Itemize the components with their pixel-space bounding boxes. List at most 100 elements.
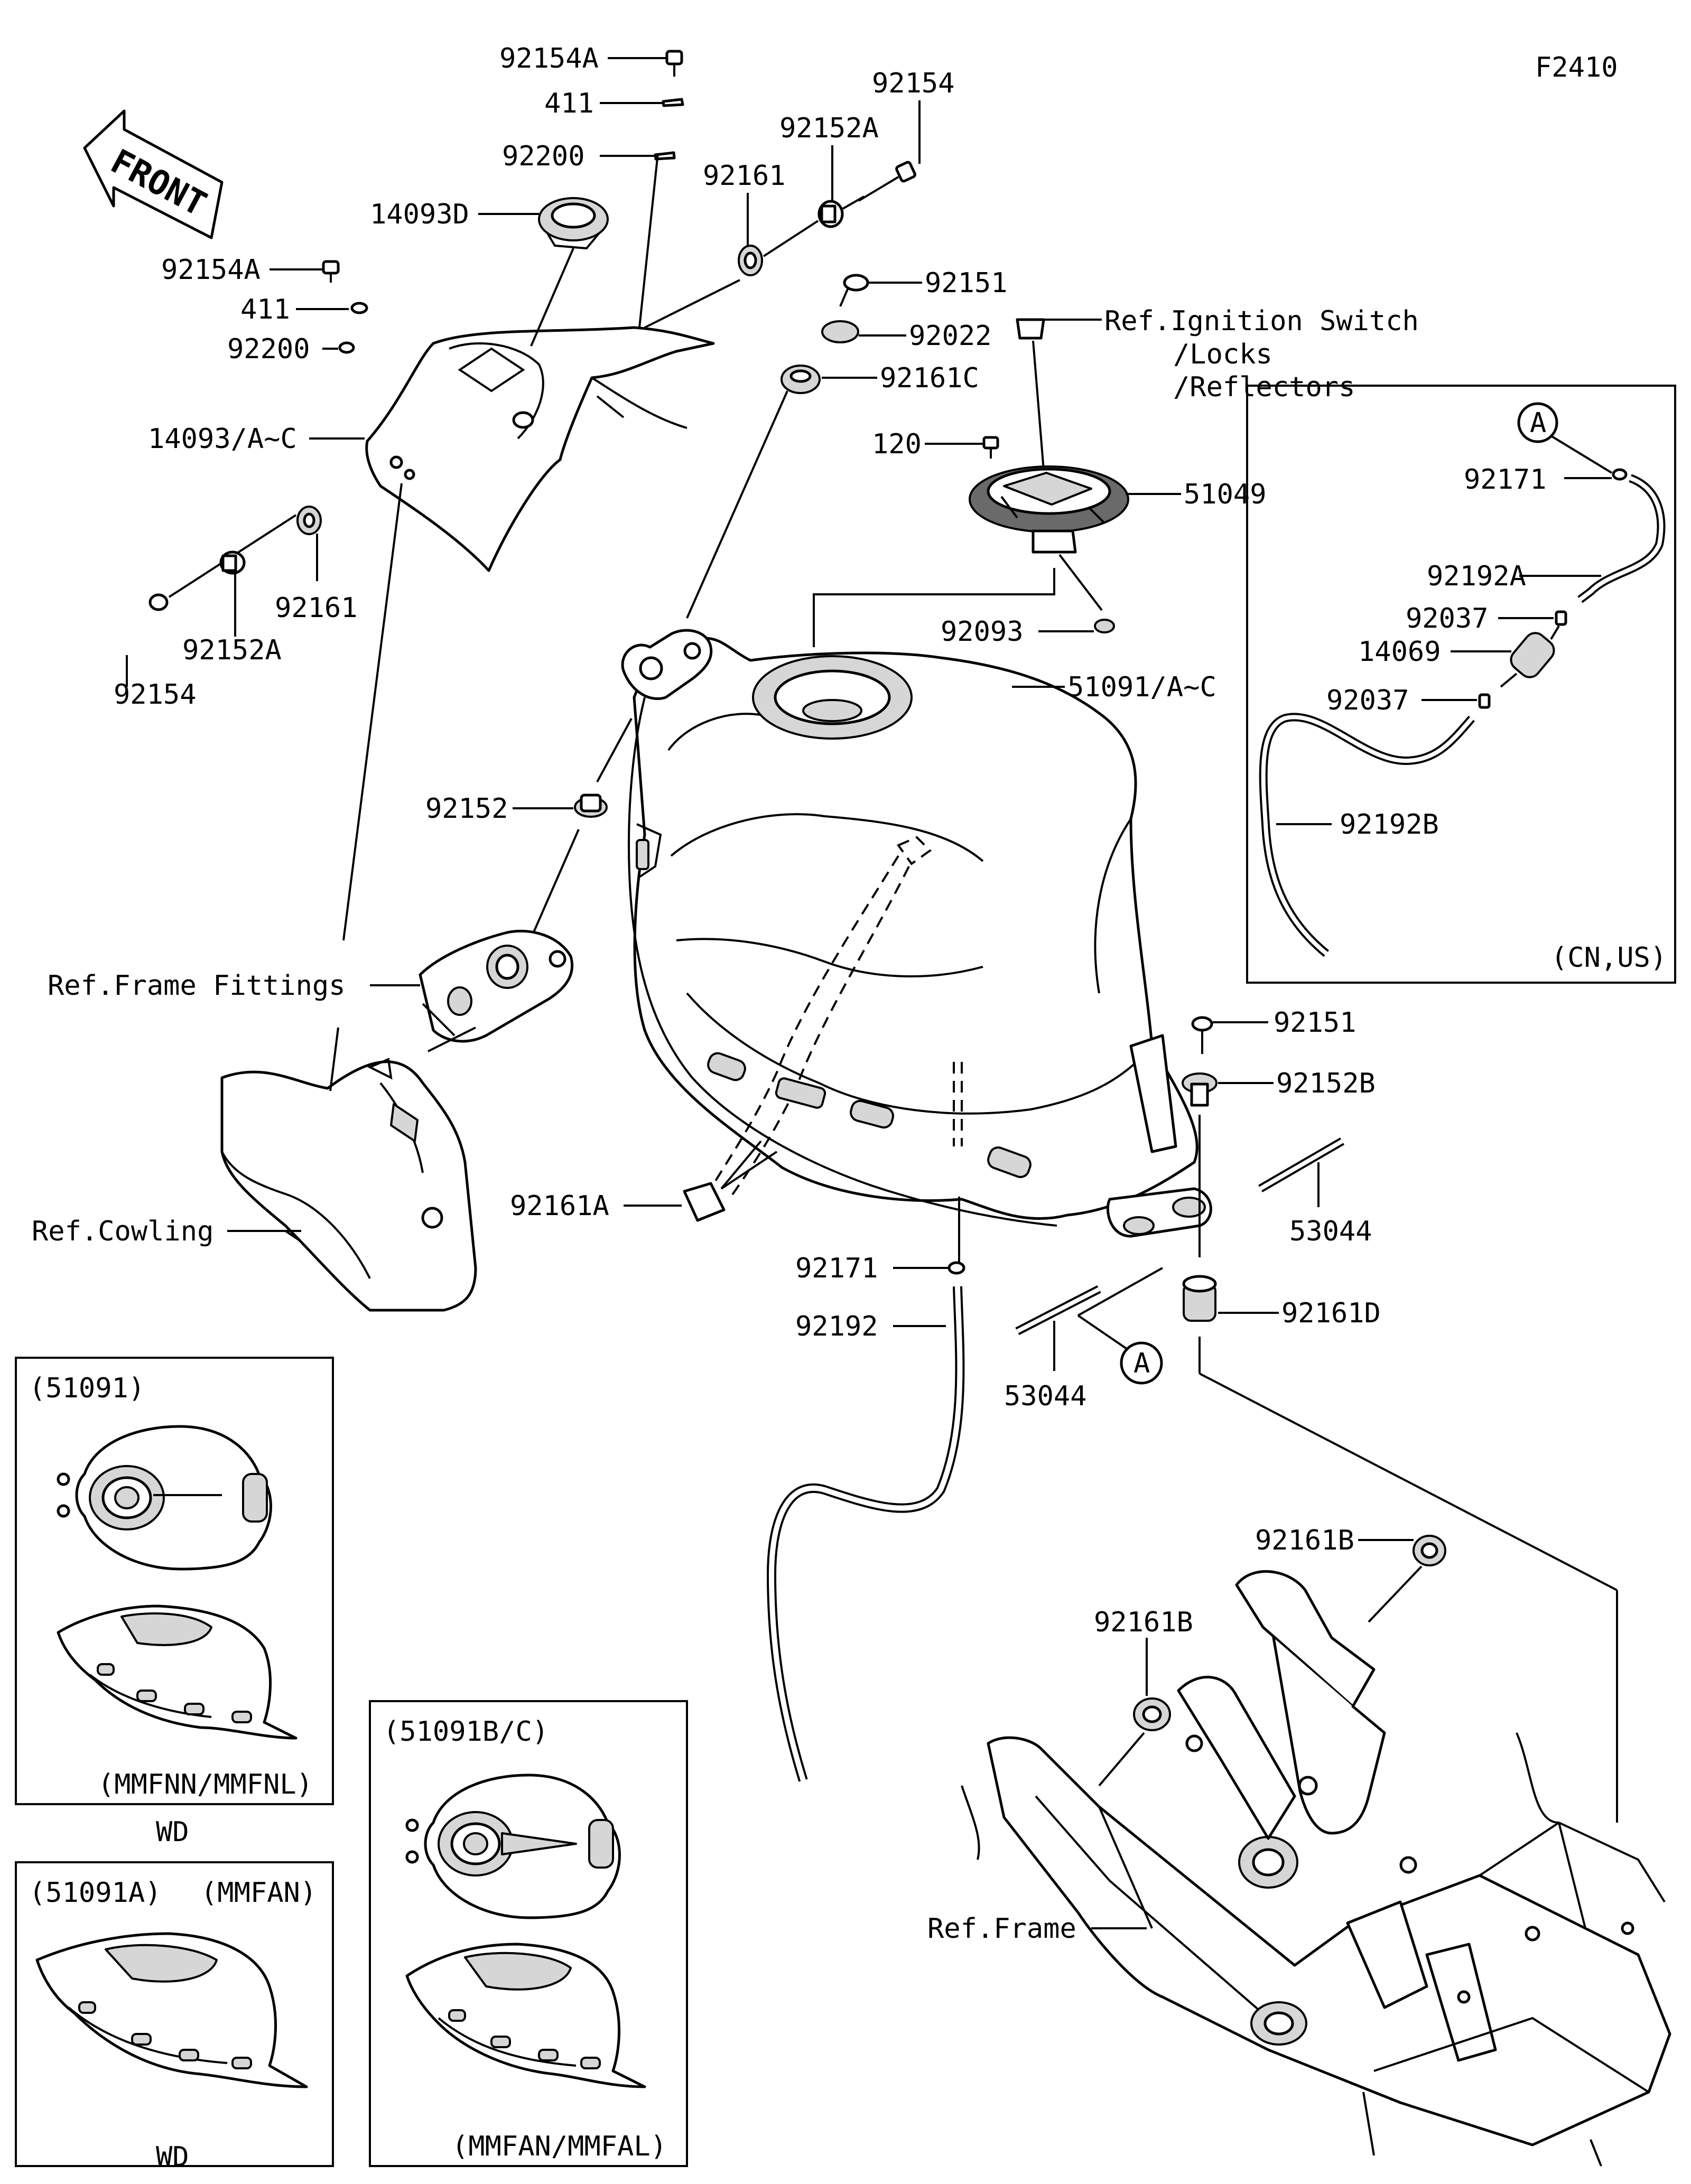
callout-92154A-mid: 92154A [161,254,261,286]
tank-side-view-51091 [57,1604,298,1740]
callout-411-top: 411 [544,88,594,119]
callout-92152A-top: 92152A [779,113,879,144]
callout-411-mid: 411 [240,294,290,325]
callout-92154A-top: 92154A [499,43,599,74]
bolt-icon [665,50,683,77]
grommet-icon [296,506,322,535]
ref-ignition-switch: Ref.Ignition Switch [1104,305,1419,337]
bolt-icon [839,274,869,307]
grommet-icon [781,365,821,394]
drain-hose-92192 [766,1286,965,1782]
variant-51091A-model: (MMFAN) [201,1877,317,1909]
ref-frame: Ref.Frame [927,1913,1076,1945]
pin-icon [662,98,684,107]
ref-frame-fittings: Ref.Frame Fittings [48,970,346,1002]
callout-53044-bottom: 53044 [1004,1380,1087,1412]
bolt-icon [322,260,340,283]
callout-92161A: 92161A [510,1190,609,1222]
bolt-icon [148,593,169,611]
frame-part [961,1570,1671,2167]
ref-locks: /Locks [1173,339,1272,370]
variant-51091BC-title: (51091B/C) [383,1716,549,1748]
rubber-pad-92161A [683,1182,726,1222]
callout-92161C: 92161C [880,362,979,394]
callout-92161D: 92161D [1281,1298,1381,1329]
callout-14093AC: 14093/A~C [148,423,297,455]
callout-92154-top: 92154 [872,68,955,99]
figure-code: F2410 [1535,52,1618,83]
collar-icon [1182,1072,1218,1107]
callout-92152A-left: 92152A [182,634,282,666]
screw-icon [982,436,999,459]
tank-top-view-51091BC [405,1774,621,1919]
callout-120: 120 [872,428,922,460]
lock-cylinder-icon [1016,318,1045,340]
inset-callout-14069: 14069 [1358,636,1441,668]
clamp-icon [947,1261,965,1275]
variant-51091-market: WD [156,1816,189,1848]
fuel-cap-51049 [969,465,1129,554]
cowling-part [220,1058,477,1312]
washer-icon [350,302,368,314]
inset-circle-a-label: A [1530,407,1546,439]
tank-side-view-51091BC [405,1943,646,2088]
variant-box-51091 [15,1357,334,1805]
ref-cowling: Ref.Cowling [32,1216,213,1247]
clip-icon [654,151,676,161]
collar-icon [219,550,246,575]
callout-92171-bottom: 92171 [795,1253,878,1284]
damper-92161D [1182,1275,1217,1322]
ref-reflectors: /Reflectors [1173,371,1355,403]
breather-hose-92192A [1577,474,1666,603]
frame-fittings-bracket [419,929,574,1043]
collar-icon [574,794,608,818]
callout-92161B-right: 92161B [1255,1525,1354,1556]
callout-92200-mid: 92200 [227,333,310,365]
callout-92151-right: 92151 [1274,1007,1356,1039]
callout-92022: 92022 [909,320,992,352]
inset-callout-92037-bottom: 92037 [1326,685,1409,716]
callout-53044-right: 53044 [1289,1216,1372,1247]
tank-side-view-51091A [35,1932,308,2088]
clamp-icon [1478,693,1491,709]
callout-92093: 92093 [941,616,1024,648]
callout-92152: 92152 [425,793,508,825]
washer-icon [338,341,355,354]
seal-icon [1094,619,1115,633]
circle-marker-a-bottom-label: A [1133,1348,1150,1379]
clamp-icon [1612,468,1628,481]
clamp-icon [1555,610,1567,626]
callout-51049: 51049 [1184,479,1267,510]
tank-cover-14093 [365,326,715,572]
bolt-icon [858,161,916,202]
variant-51091A-title: (51091A) [29,1877,161,1909]
variant-box-51091BC [369,1700,688,2167]
circle-marker-a-bottom [1120,1341,1163,1385]
front-arrow-icon: FRONT [83,109,224,239]
callout-92152B: 92152B [1276,1068,1376,1099]
callout-92151-top: 92151 [925,267,1008,299]
fuel-filter-14069 [1500,625,1560,688]
callout-51091AC: 51091/A~C [1067,671,1216,703]
collar-icon [817,200,844,228]
inset-circle-a [1517,402,1558,443]
inset-callout-92037-top: 92037 [1406,603,1489,634]
grommet-icon [1413,1535,1446,1566]
callout-92161-left: 92161 [275,592,358,624]
variant-51091-model: (MMFNN/MMFNL) [98,1769,313,1800]
variant-51091-title: (51091) [29,1373,145,1404]
inset-callout-92171: 92171 [1464,464,1547,496]
tank-top-view-51091 [57,1425,272,1571]
tank-cap-cover-14093D [538,197,609,250]
variant-box-51091A [15,1861,334,2167]
bolt-icon [1191,1016,1213,1054]
callout-92161B-left: 92161B [1094,1607,1193,1638]
callout-92161-top: 92161 [703,160,786,192]
inset-callout-92192B: 92192B [1340,809,1439,841]
inset-region-label: (CN,US) [1551,942,1667,974]
inset-cn-us-box [1246,385,1676,984]
variant-51091A-market: WD [156,2141,189,2173]
callout-92192: 92192 [795,1311,878,1342]
callout-14093D: 14093D [370,199,469,230]
